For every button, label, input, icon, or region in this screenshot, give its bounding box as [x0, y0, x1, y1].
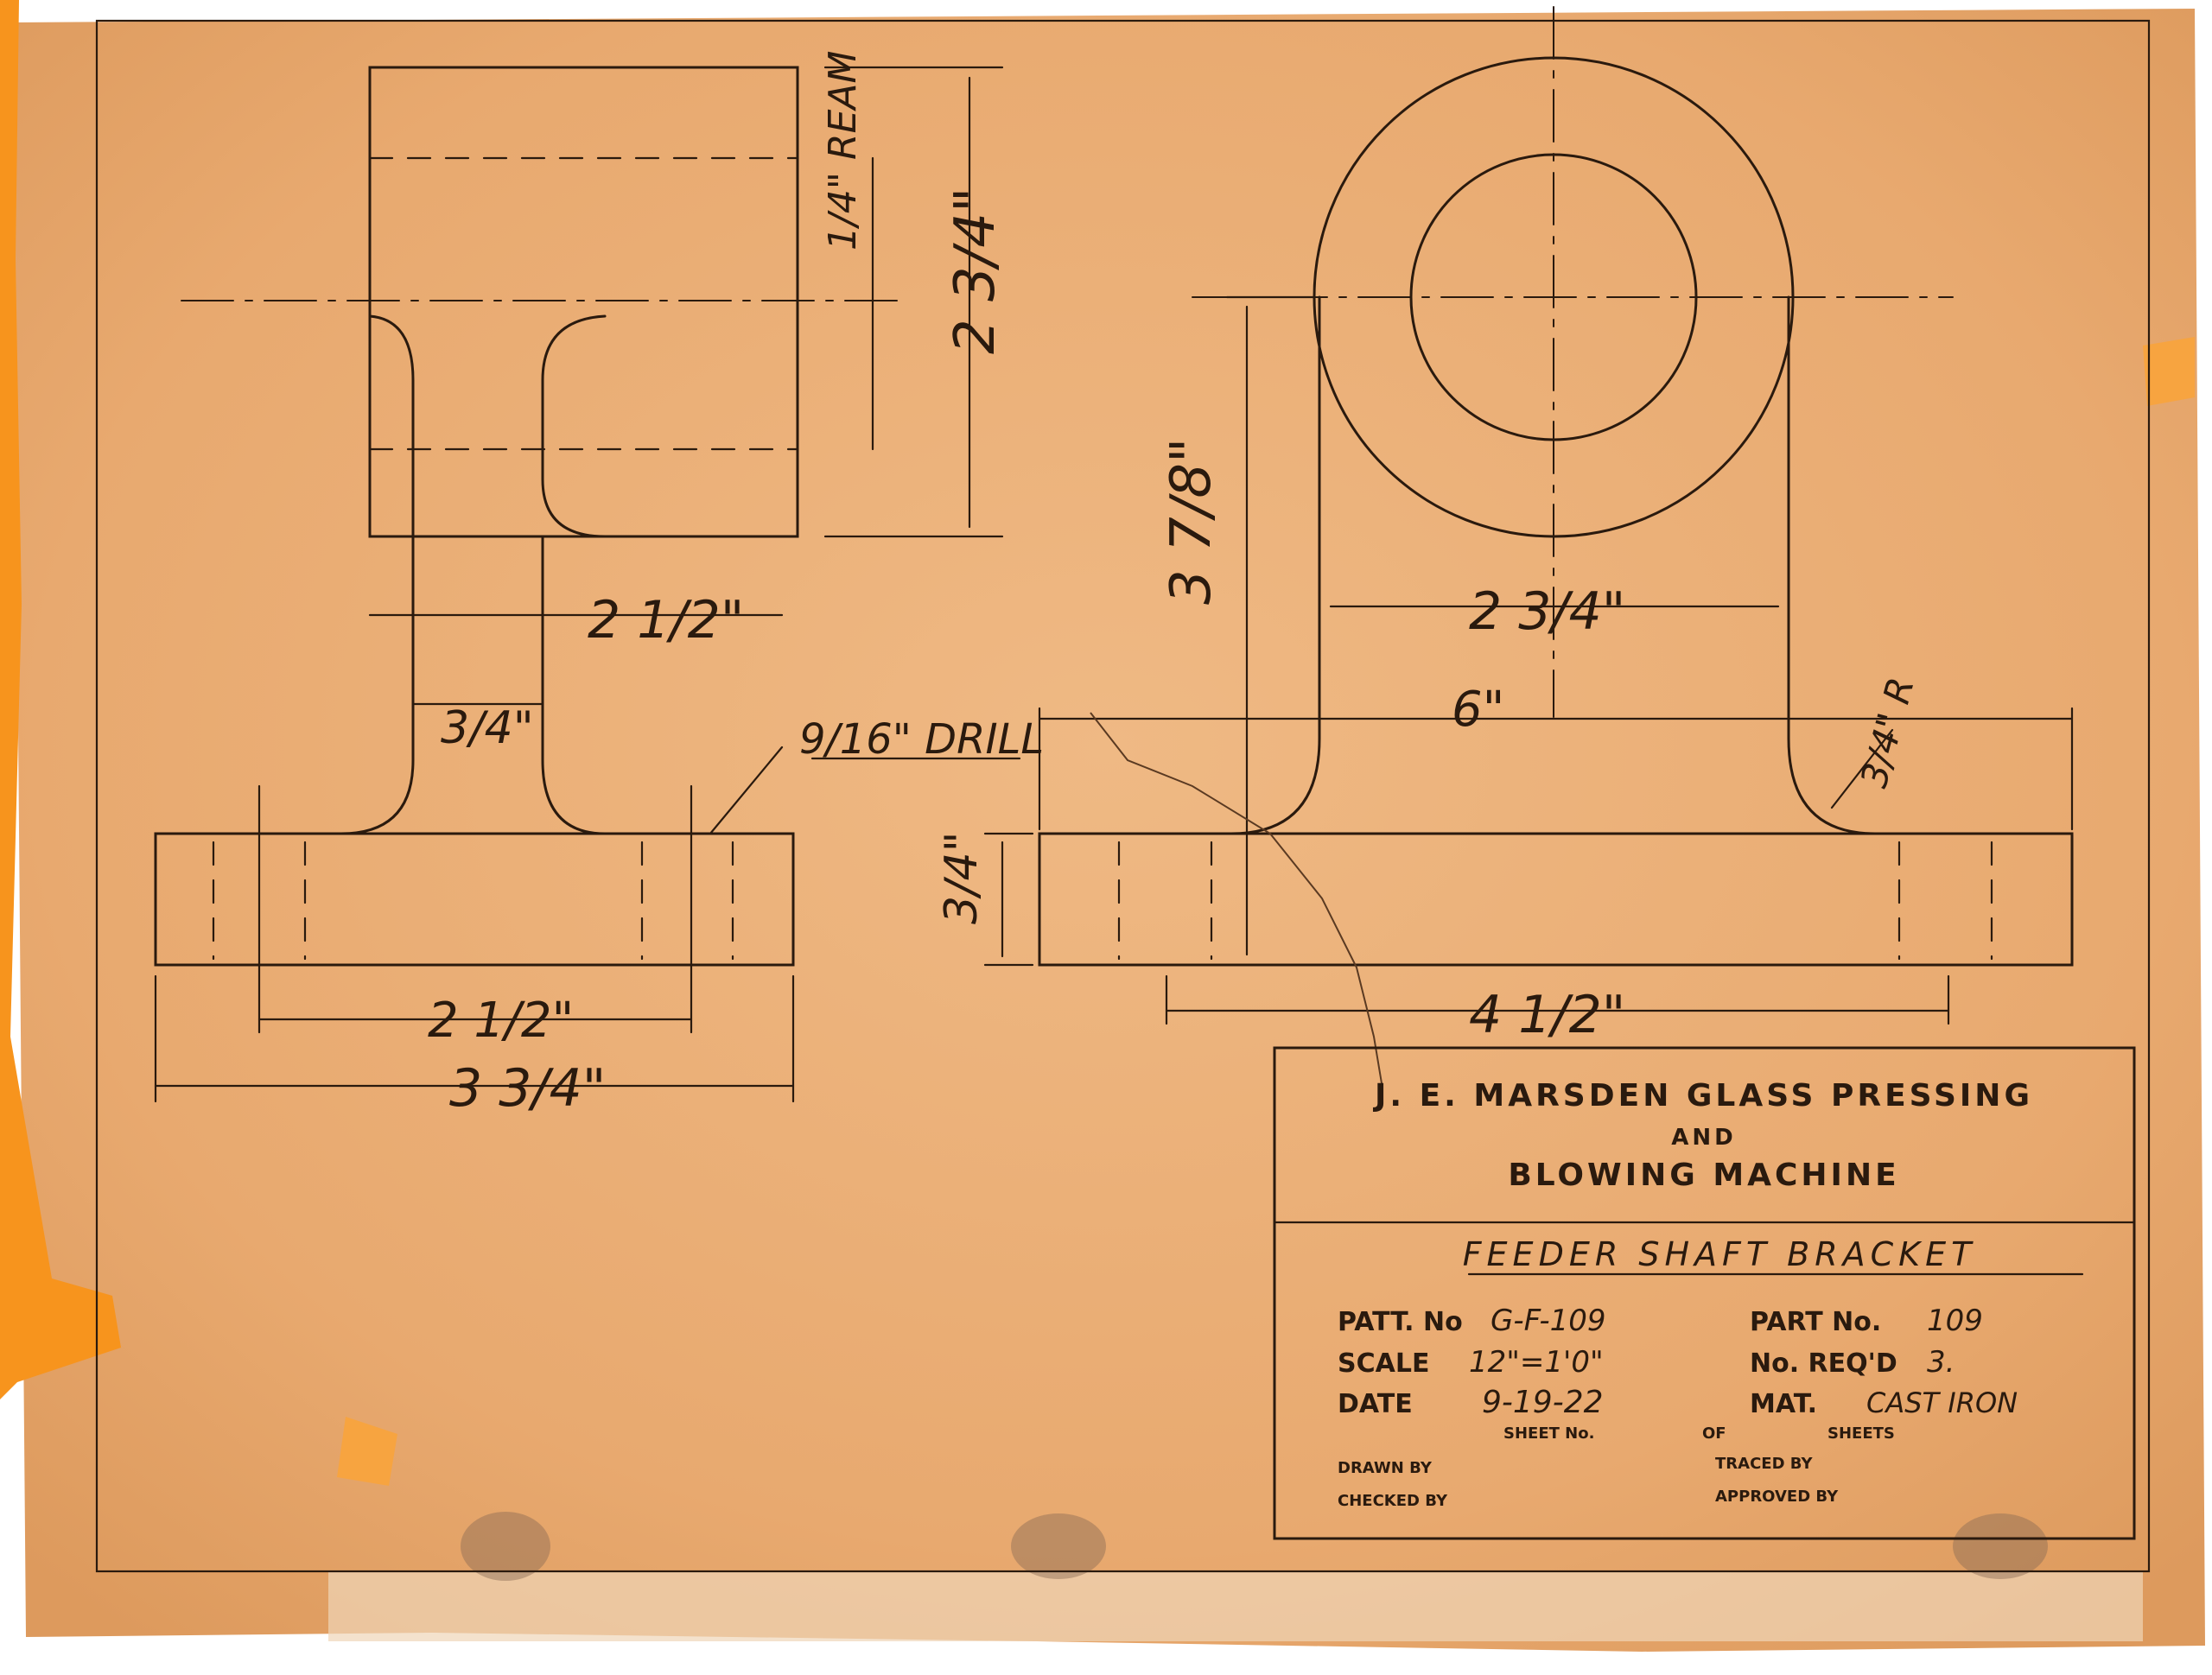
side-holes-dim: 4 1/2" [1469, 985, 1625, 1045]
scale-label: SCALE [1338, 1348, 1429, 1379]
torn-edge-left [0, 0, 121, 1399]
paper-background [12, 9, 2205, 1652]
drawn-by-label: DRAWN BY [1338, 1459, 1433, 1477]
mat-label: MAT. [1750, 1389, 1817, 1419]
company-line-2: AND [1671, 1125, 1736, 1151]
part-name: FEEDER SHAFT BRACKET [1463, 1235, 1977, 1273]
date-value: 9-19-22 [1482, 1385, 1604, 1420]
torn-patch-right [2143, 337, 2195, 406]
bottom-strip [328, 1572, 2143, 1641]
company-line-3: BLOWING MACHINE [1508, 1158, 1899, 1193]
front-base-width-dim: 3 3/4" [449, 1058, 606, 1119]
checked-by-label: CHECKED BY [1338, 1492, 1448, 1510]
sheet-no-label: SHEET No. [1503, 1424, 1594, 1443]
sheets-label: SHEETS [1827, 1424, 1895, 1443]
approved-by-label: APPROVED BY [1715, 1488, 1839, 1506]
scale-value: 12"=1'0" [1469, 1345, 1604, 1380]
part-value: 109 [1927, 1304, 1983, 1338]
stains [461, 1512, 2048, 1581]
side-length-dim: 6" [1452, 682, 1504, 738]
torn-patch [337, 1417, 397, 1486]
front-base-holes-dim: 2 1/2" [428, 993, 574, 1049]
of-label: OF [1702, 1424, 1726, 1443]
title-block: J. E. MARSDEN GLASS PRESSING AND BLOWING… [1273, 1046, 2136, 1540]
drawing-border [95, 19, 2151, 1573]
patt-label: PATT. No [1338, 1307, 1463, 1337]
part-label: PART No. [1750, 1307, 1881, 1337]
date-label: DATE [1338, 1389, 1413, 1419]
traced-by-label: TRACED BY [1715, 1455, 1814, 1473]
mat-value: CAST IRON [1866, 1386, 2018, 1419]
side-upright-dim: 2 3/4" [1469, 581, 1625, 642]
front-web-dim: 3/4" [441, 702, 534, 754]
side-view: 3 7/8" 2 3/4" 6" 3/4" R 3/4" 4 1/2" [936, 6, 2074, 1089]
req-label: No. REQ'D [1750, 1348, 1897, 1379]
side-base-thick-dim: 3/4" [936, 831, 988, 924]
front-hub-width-dim: 2 1/2" [588, 590, 744, 650]
patt-value: G-F-109 [1491, 1304, 1605, 1338]
front-drill-dim: 9/16" DRILL [799, 715, 1044, 764]
front-ream-dim: 1/4" REAM [821, 51, 865, 251]
side-height-dim: 3 7/8" [1160, 438, 1224, 606]
company-line-1: J. E. MARSDEN GLASS PRESSING [1372, 1078, 2033, 1113]
req-value: 3. [1927, 1345, 1955, 1380]
front-view: 2 3/4" 1/4" REAM 2 1/2" 3/4" 9/16" DRILL… [154, 51, 1044, 1119]
front-height-dim: 2 3/4" [944, 187, 1007, 355]
